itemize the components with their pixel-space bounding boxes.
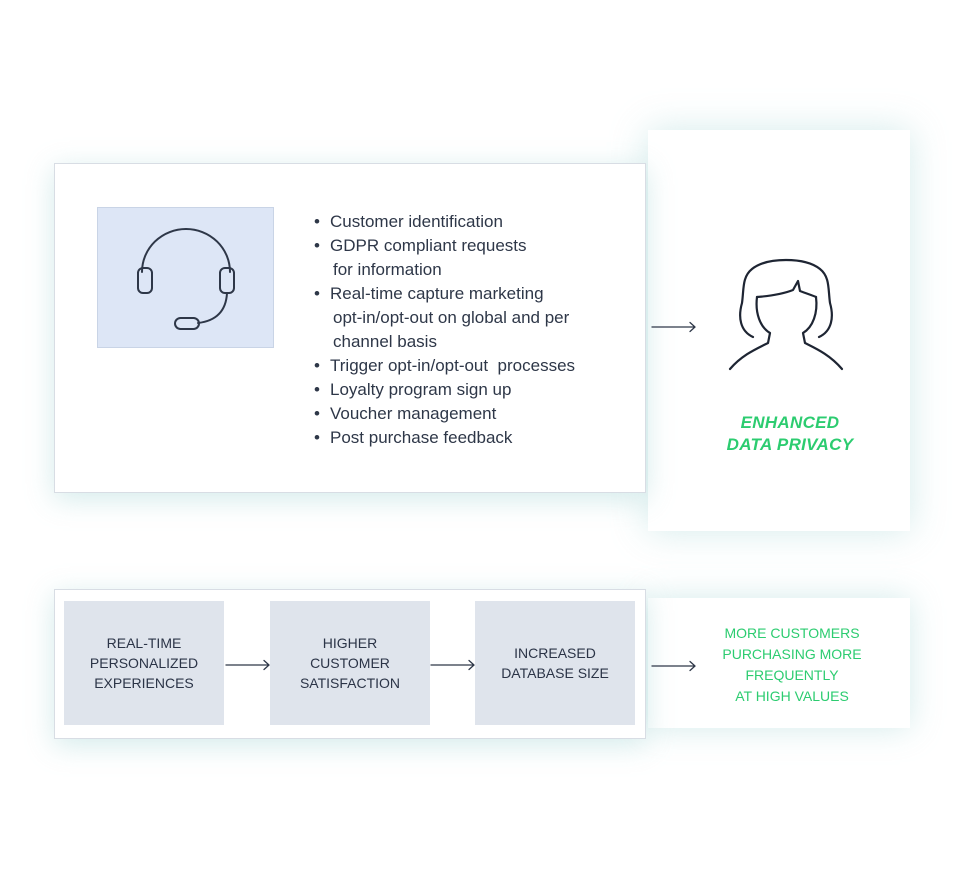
arrow-right-icon (651, 660, 696, 672)
flow-step-customer-satisfaction: HIGHER CUSTOMER SATISFACTION (270, 601, 430, 725)
feature-list: Customer identification GDPR compliant r… (312, 210, 575, 450)
feature-item: Real-time capture marketingopt-in/opt-ou… (312, 282, 575, 354)
arrow-right-icon (430, 659, 475, 671)
outcome-text: MORE CUSTOMERS PURCHASING MORE FREQUENTL… (722, 625, 862, 704)
flow-step-database-size: INCREASED DATABASE SIZE (475, 601, 635, 725)
feature-item: Voucher management (312, 402, 575, 426)
arrow-right-icon (651, 321, 696, 333)
privacy-title: ENHANCED DATA PRIVACY (690, 412, 890, 456)
flow-step-personalized-experiences: REAL-TIME PERSONALIZED EXPERIENCES (64, 601, 224, 725)
arrow-right-icon (225, 659, 270, 671)
feature-item: Customer identification (312, 210, 575, 234)
feature-item: Trigger opt-in/opt-out processes (312, 354, 575, 378)
headset-tile (97, 207, 274, 348)
headset-icon (137, 228, 235, 330)
feature-item: Loyalty program sign up (312, 378, 575, 402)
feature-item: Post purchase feedback (312, 426, 575, 450)
privacy-title-line: ENHANCED (740, 413, 840, 432)
privacy-title-line: DATA PRIVACY (726, 435, 854, 454)
person-icon (728, 258, 844, 371)
